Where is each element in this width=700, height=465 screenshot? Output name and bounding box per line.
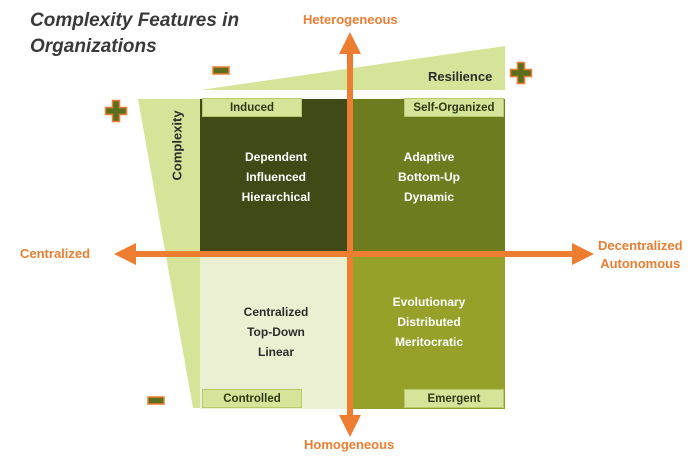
resilience-minus-icon: [212, 66, 230, 75]
quadrant-line: Centralized: [243, 305, 309, 319]
tag-self-organized: Self-Organized: [404, 98, 504, 117]
left-arrowhead: [114, 243, 136, 265]
axis-label-bottom: Homogeneous: [304, 437, 395, 452]
resilience-plus-icon: [509, 61, 533, 85]
axis-label-top: Heterogeneous: [303, 12, 398, 27]
quadrant-line: Influenced: [245, 170, 306, 184]
quadrant-text-top-left: Dependent Influenced Hierarchical: [201, 147, 351, 207]
quadrant-text-bottom-right: Evolutionary Distributed Meritocratic: [354, 292, 504, 352]
quadrant-line: Bottom-Up: [398, 170, 460, 184]
diagram-title: Complexity Features in Organizations: [30, 8, 290, 60]
quadrant-bottom-left: [200, 254, 353, 409]
bottom-arrowhead: [339, 415, 361, 437]
title-line-1: Complexity Features in: [30, 10, 240, 31]
quadrant-line: Hierarchical: [241, 190, 311, 204]
quadrant-line: Dependent: [244, 150, 307, 164]
quadrant-line: Meritocratic: [394, 335, 464, 349]
quadrant-line: Linear: [257, 345, 294, 359]
top-arrowhead: [339, 32, 361, 54]
quadrant-top-right: [353, 99, 505, 254]
resilience-label: Resilience: [428, 69, 493, 84]
quadrant-line: Distributed: [397, 315, 461, 329]
quadrant-top-left: [200, 99, 353, 254]
quadrant-text-top-right: Adaptive Bottom-Up Dynamic: [354, 147, 504, 207]
complexity-plus-icon: [104, 99, 128, 123]
tag-controlled: Controlled: [202, 389, 302, 408]
quadrant-text-bottom-left: Centralized Top-Down Linear: [201, 302, 351, 362]
tag-emergent: Emergent: [404, 389, 504, 408]
axis-label-right-line-2: Autonomous: [600, 256, 681, 271]
axis-label-left: Centralized: [20, 246, 91, 261]
quadrant-line: Evolutionary: [392, 295, 466, 309]
complexity-minus-icon: [147, 396, 165, 405]
axis-label-right: Decentralized Autonomous: [598, 237, 683, 273]
right-arrowhead: [572, 243, 594, 265]
quadrant-bottom-right: [353, 254, 505, 409]
title-line-2: Organizations: [30, 36, 157, 57]
tag-induced: Induced: [202, 98, 302, 117]
quadrant-line: Adaptive: [403, 150, 455, 164]
axis-label-right-line-1: Decentralized: [598, 238, 683, 253]
quadrant-line: Top-Down: [247, 325, 305, 339]
quadrant-line: Dynamic: [403, 190, 455, 204]
complexity-label: Complexity: [169, 110, 185, 181]
